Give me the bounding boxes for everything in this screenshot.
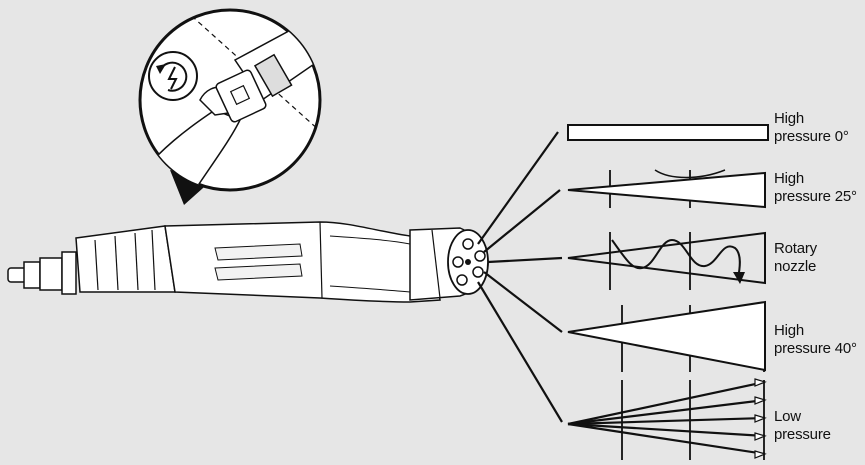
lance-body	[164, 221, 441, 303]
spray-jet-0deg	[567, 124, 769, 141]
spray-low-pressure	[567, 378, 767, 460]
label-line1: High	[774, 322, 805, 339]
twist-lock-icon	[148, 51, 198, 101]
label-line2: pressure 40°	[774, 340, 857, 357]
label-low-pressure: Low pressure	[774, 408, 831, 444]
spray-fan-25deg	[567, 169, 766, 209]
label-line2: pressure 25°	[774, 188, 857, 205]
label-line2: nozzle	[774, 258, 817, 275]
spray-fan-40deg	[567, 300, 766, 372]
label-line1: High	[774, 110, 805, 127]
label-line1: High	[774, 170, 805, 187]
coupling-section	[75, 225, 176, 293]
label-line2: pressure 0°	[774, 128, 849, 145]
label-rotary-nozzle: Rotary nozzle	[774, 240, 817, 276]
label-high-pressure-40: High pressure 40°	[774, 322, 857, 358]
label-line1: Rotary	[774, 240, 817, 257]
label-line1: Low	[774, 408, 801, 425]
spray-rotary	[567, 231, 766, 290]
leader-lines	[477, 131, 563, 423]
label-line2: pressure	[774, 426, 831, 443]
label-high-pressure-0: High pressure 0°	[774, 110, 849, 146]
inset-callout	[138, 8, 322, 205]
spray-lance	[7, 221, 489, 303]
label-high-pressure-25: High pressure 25°	[774, 170, 857, 206]
